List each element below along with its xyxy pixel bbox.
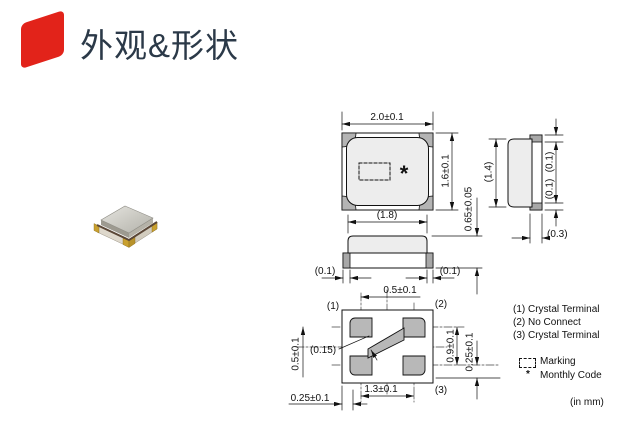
top-view-dim-lines: [341, 111, 483, 295]
front-view: (1.8) (0.1) (0.1): [315, 210, 461, 284]
terminal-label-1: (1): [327, 301, 339, 312]
dim-top-height: 1.6±0.1: [441, 154, 452, 188]
top-view-body: [346, 137, 429, 206]
dim-pad-offset-y: 0.5±0.1: [291, 337, 302, 371]
monthly-code-mark: *: [400, 161, 409, 186]
bottom-view: 0.5±0.1 (1) (2) (3) 0.5±0.1 (0.15) 0.9±0…: [288, 285, 501, 411]
marking-area-box: [358, 162, 391, 181]
terminal-label-3: (3): [435, 385, 447, 396]
legend-terminal-1: (1) Crystal Terminal: [513, 304, 600, 315]
dim-pad-height: 0.9±0.1: [446, 329, 457, 363]
page-title: 外观&形状: [80, 27, 240, 64]
side-view-lid: [507, 138, 533, 208]
terminal-label-2: (2): [435, 299, 447, 310]
legend-terminal-3: (3) Crystal Terminal: [513, 330, 600, 341]
dim-total-height: 0.65±0.05: [464, 186, 475, 231]
dim-terminal-right: (0.1): [440, 266, 461, 277]
marking-box-icon: [519, 358, 536, 368]
component-photo: [93, 205, 158, 248]
pad-nc-bottom-left: [349, 355, 373, 376]
pad-1-top-left: [349, 317, 373, 338]
pad-2-top-right: [402, 317, 426, 338]
dim-pitch-x: 1.3±0.1: [364, 384, 398, 395]
dim-edge-y: 0.25±0.1: [465, 332, 476, 371]
dim-side-pad-top: (0.1): [545, 152, 556, 173]
dim-side-base: (0.3): [547, 229, 568, 240]
crystal-photo-graphic: [93, 205, 158, 248]
dim-side-pad-bottom: (0.1): [545, 179, 556, 200]
dim-terminal-left: (0.1): [315, 266, 336, 277]
units-note: (in mm): [570, 397, 604, 408]
asterisk-icon: *: [526, 369, 530, 380]
dim-top-width: 2.0±0.1: [370, 112, 404, 123]
side-view-dim-lines: [488, 118, 564, 244]
bottom-view-dim-lines: [288, 294, 501, 411]
dim-side-body: (1.4): [484, 162, 495, 183]
front-view-dim-lines: [321, 214, 455, 284]
dim-edge-x: 0.25±0.1: [291, 393, 330, 404]
legend-monthly-code-label: Monthly Code: [540, 370, 602, 381]
front-terminal-right: [425, 252, 434, 269]
front-terminal-left: [342, 252, 351, 269]
dim-lid-width: (1.8): [377, 210, 398, 221]
legend-marking-label: Marking: [540, 356, 576, 367]
top-view: * 2.0±0.1 1.6±0.1 0.65±0.05: [341, 111, 483, 295]
legend-terminal-2: (2) No Connect: [513, 317, 581, 328]
side-view: (1.4) (0.1) (0.1) (0.3): [484, 118, 568, 244]
dim-trace-width: (0.15): [310, 345, 336, 356]
pad-3-bottom-right: [402, 355, 426, 376]
front-view-lid: [347, 235, 428, 254]
dim-pad-offset-x: 0.5±0.1: [383, 285, 417, 296]
